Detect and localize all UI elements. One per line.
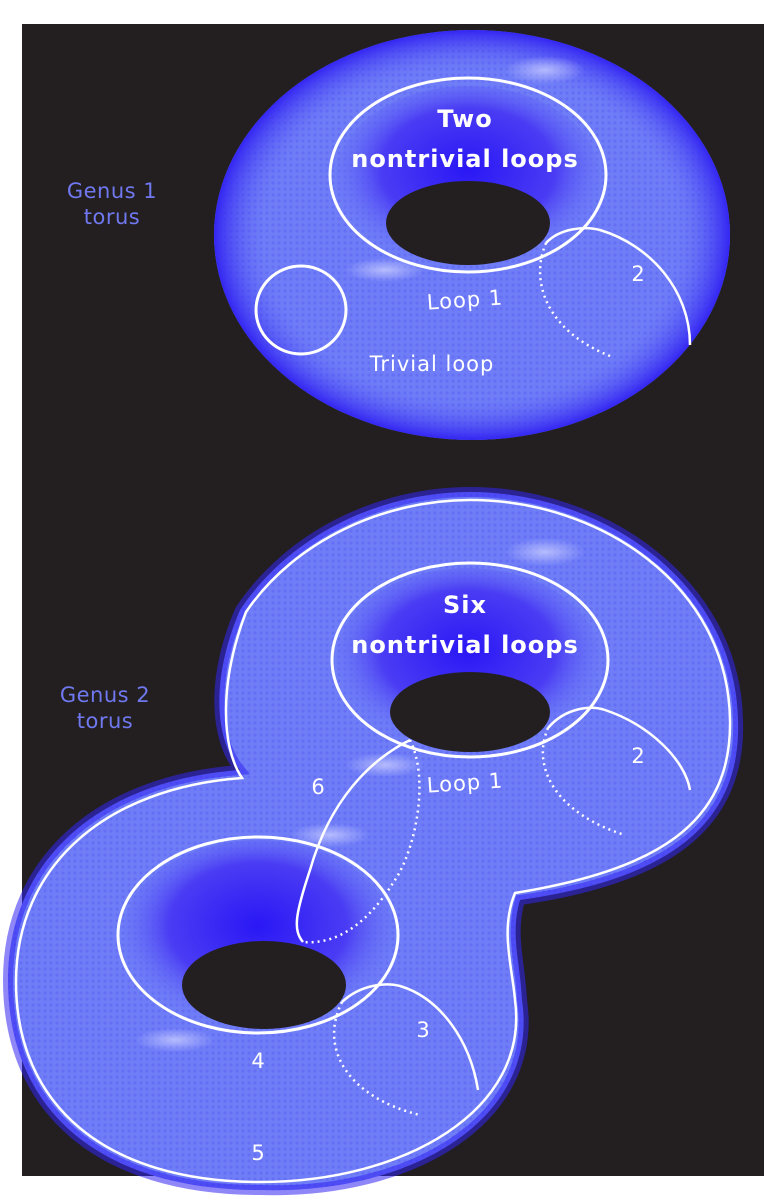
genus1-center-line1: Two — [437, 105, 492, 133]
genus2-loop-5 — [14, 498, 732, 1184]
genus2-loop-3 — [341, 983, 480, 1091]
genus2-loop-2 — [547, 706, 692, 791]
genus1-loop2-label: 2 — [631, 262, 644, 286]
genus2-side-label: Genus 2 torus — [45, 682, 165, 734]
genus2-loop-3-hidden — [332, 1001, 421, 1117]
genus2-loop2-label: 2 — [631, 744, 644, 768]
genus2-loop5-label: 5 — [251, 1141, 264, 1165]
genus2-loop-6 — [295, 738, 411, 943]
genus2-lower-hole — [182, 941, 346, 1029]
genus1-trivial-label: Trivial loop — [369, 352, 495, 376]
genus2-loop-4 — [116, 835, 400, 1035]
genus2-side-label-line2: torus — [76, 709, 134, 733]
genus2-center-line1: Six — [443, 591, 487, 619]
genus1-center-line2: nontrivial loops — [351, 145, 579, 173]
genus2-loop-1 — [330, 561, 610, 759]
genus2-center-line2: nontrivial loops — [351, 631, 579, 659]
genus1-side-label: Genus 1 torus — [52, 178, 172, 230]
genus1-side-label-line1: Genus 1 — [66, 179, 158, 203]
genus2-side-label-line1: Genus 2 — [59, 683, 151, 707]
genus1-loop-1 — [328, 76, 608, 274]
genus2-upper-hole — [390, 672, 550, 752]
genus2-loop3-label: 3 — [416, 1018, 429, 1042]
genus1-trivial-loop — [254, 264, 348, 356]
genus2-loop-2-hidden — [541, 727, 626, 837]
genus1-torus-hole — [386, 181, 550, 265]
genus1-loop1-label: Loop 1 — [426, 285, 504, 314]
genus2-loop-6-hidden — [302, 739, 421, 944]
genus1-torus: Two nontrivial loops Loop 1 2 Trivial lo… — [214, 30, 730, 440]
genus2-loop6-label: 6 — [311, 775, 324, 799]
genus2-torus: Six nontrivial loops Loop 1 2 3 4 5 6 — [2, 486, 744, 1196]
genus2-loop4-label: 4 — [251, 1049, 264, 1073]
genus2-loop1-label: Loop 1 — [426, 768, 504, 797]
genus1-side-label-line2: torus — [83, 205, 141, 229]
genus1-loop-2-hidden — [538, 242, 611, 358]
genus1-loop-2 — [545, 226, 692, 346]
